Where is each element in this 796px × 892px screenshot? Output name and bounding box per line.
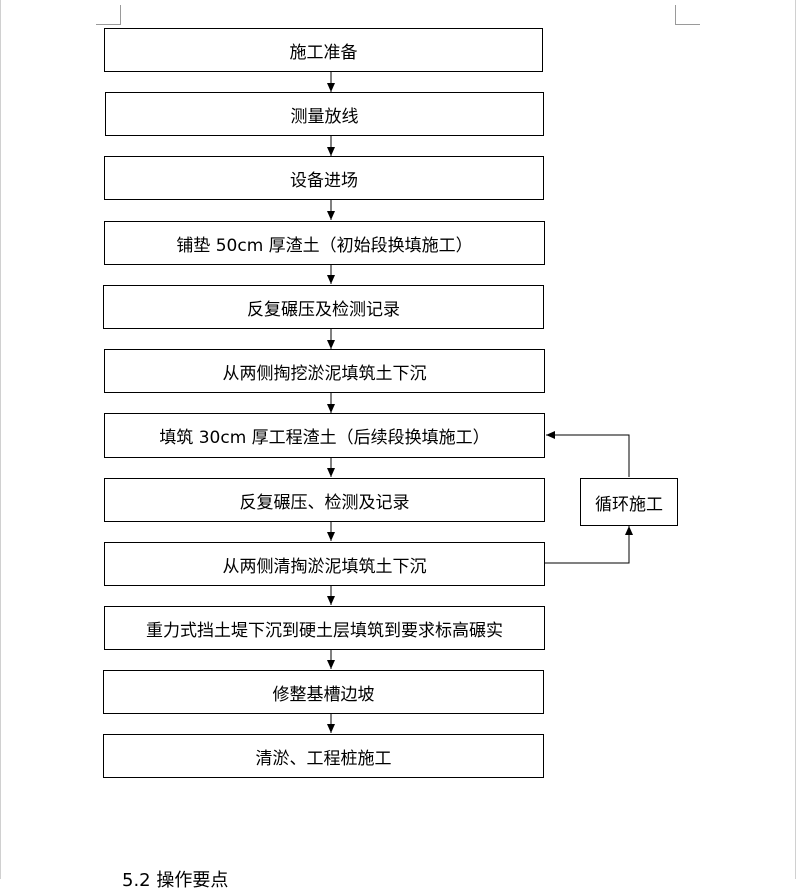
flow-step-label: 铺垫 50cm 厚渣土（初始段换填施工）: [176, 235, 473, 256]
flow-step-subsequent-fill: 填筑 30cm 厚工程渣土（后续段换填施工）: [104, 413, 545, 458]
loop-label: 循环施工: [595, 494, 663, 515]
crop-mark-top-right: [675, 5, 676, 25]
crop-mark-top-left: [120, 5, 121, 25]
flow-step-label: 设备进场: [290, 170, 358, 191]
page-left-edge: [0, 0, 1, 879]
crop-mark-top-right-h: [675, 24, 700, 25]
flow-step-label: 施工准备: [289, 42, 358, 63]
loop-box: 循环施工: [580, 478, 678, 526]
section-heading: 5.2 操作要点: [122, 870, 229, 891]
flow-step-clear-dredge-sink: 从两侧清掏淤泥填筑土下沉: [104, 542, 545, 586]
flow-step-label: 重力式挡土堤下沉到硬土层填筑到要求标高碾实: [146, 620, 503, 641]
flow-step-label: 填筑 30cm 厚工程渣土（后续段换填施工）: [159, 428, 490, 448]
flow-step-label: 反复碾压及检测记录: [247, 299, 400, 320]
flow-step-compaction-record: 反复碾压、检测及记录: [104, 478, 545, 522]
flow-step-label: 测量放线: [290, 106, 359, 127]
flow-step-initial-fill: 铺垫 50cm 厚渣土（初始段换填施工）: [104, 221, 545, 265]
flow-step-trim-slope: 修整基槽边坡: [103, 670, 544, 714]
flow-step-label: 修整基槽边坡: [272, 684, 375, 705]
crop-mark-top-left-h: [96, 24, 121, 25]
flow-step-label: 从两侧掏挖淤泥填筑土下沉: [222, 363, 427, 384]
flow-step-compaction-test: 反复碾压及检测记录: [103, 285, 544, 329]
flow-step-label: 反复碾压、检测及记录: [239, 492, 410, 513]
flow-step-label: 从两侧清掏淤泥填筑土下沉: [222, 556, 427, 577]
loop-arrow-back: [546, 431, 630, 477]
flow-step-dredge-sink: 从两侧掏挖淤泥填筑土下沉: [104, 349, 545, 393]
flow-step-desilt-piling: 清淤、工程桩施工: [103, 734, 544, 778]
flow-step-surveying: 测量放线: [105, 92, 544, 136]
loop-arrow-up: [545, 526, 633, 564]
flow-step-gravity-wall: 重力式挡土堤下沉到硬土层填筑到要求标高碾实: [104, 606, 545, 650]
flow-step-label: 清淤、工程桩施工: [255, 748, 392, 769]
flow-step-equipment-entry: 设备进场: [104, 156, 544, 200]
flow-step-construction-prep: 施工准备: [104, 28, 543, 72]
